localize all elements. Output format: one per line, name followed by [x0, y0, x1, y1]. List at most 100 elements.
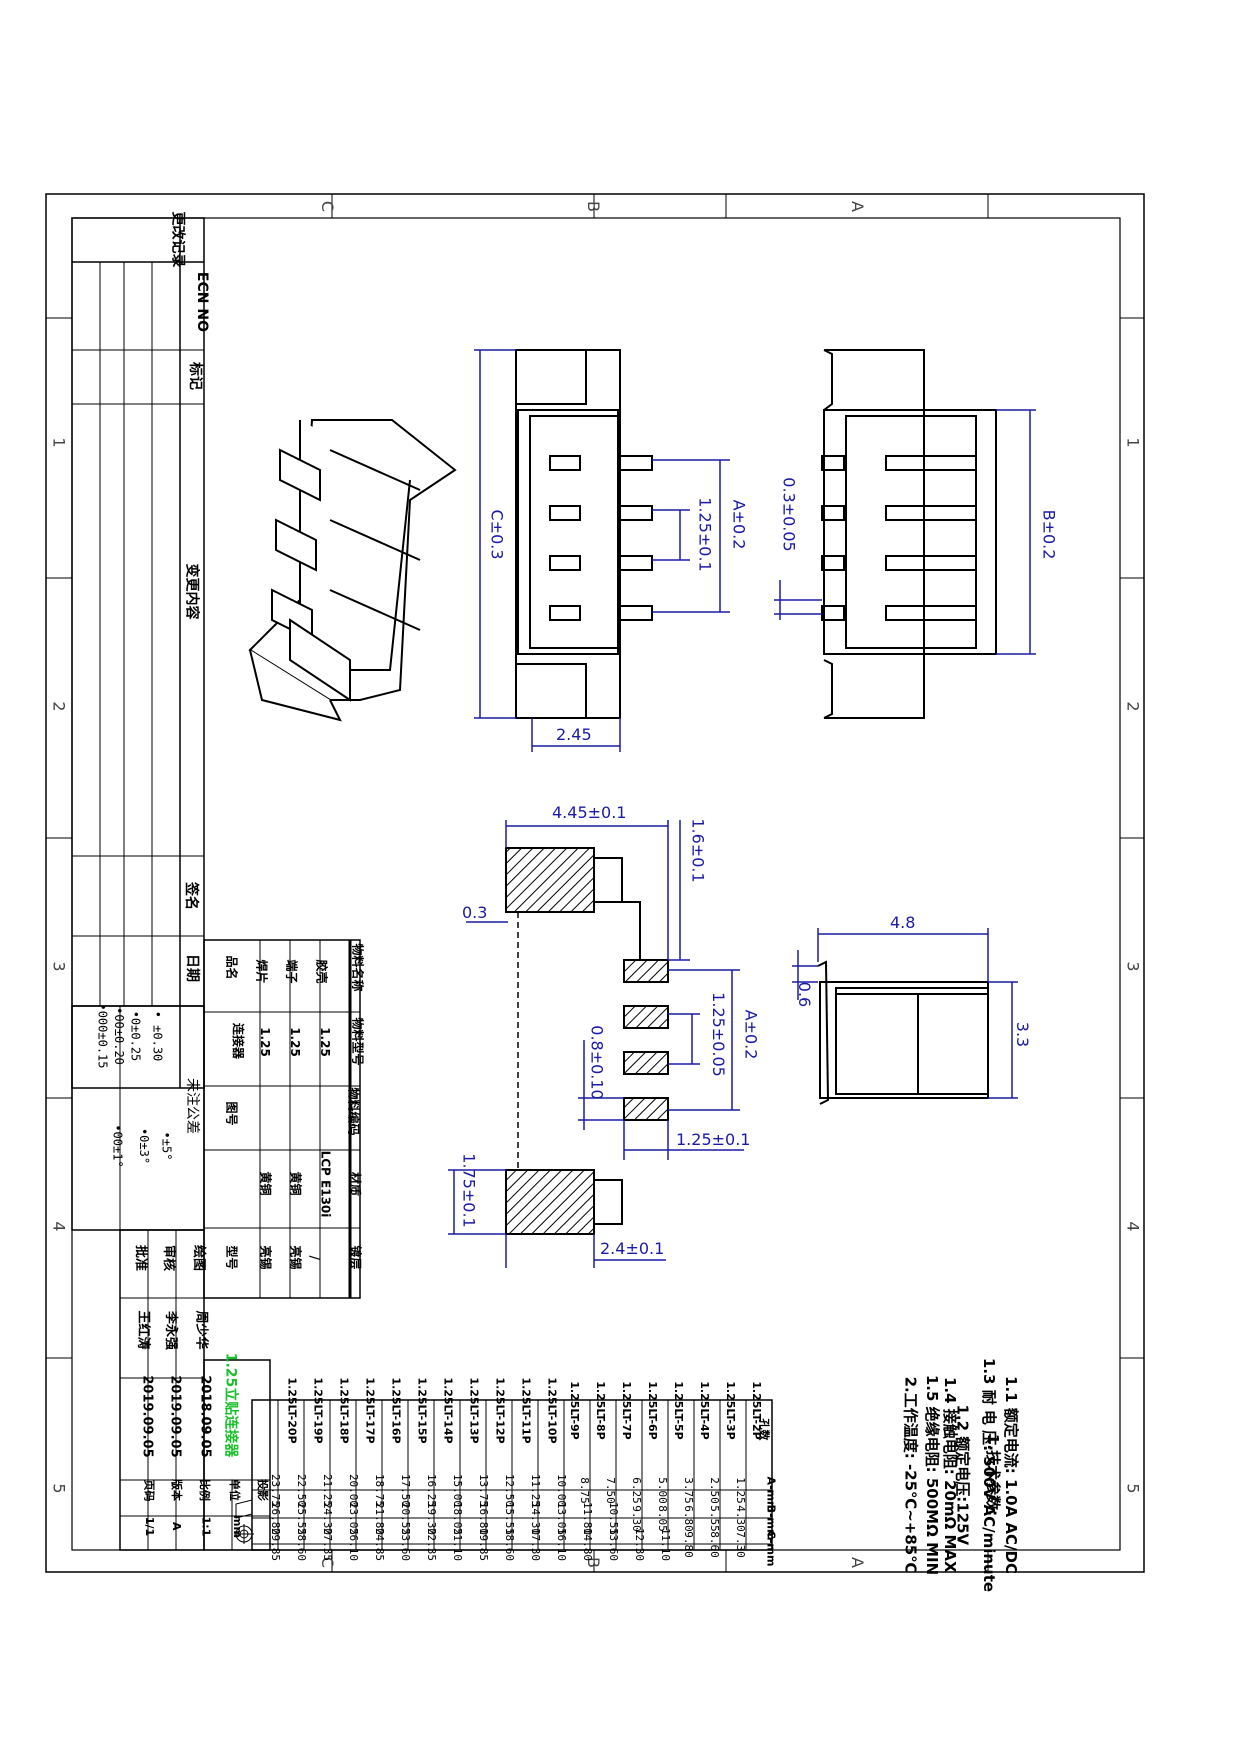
size-table-cell: 1.25LT-12P: [494, 1377, 507, 1443]
size-table-cell: 1.25LT-16P: [390, 1377, 403, 1443]
size-table-cell: 6.80: [682, 1505, 695, 1532]
material-row-3-material: 黄铜: [259, 1171, 274, 1195]
revision-date-header: 日期: [184, 954, 200, 982]
size-table-cell: 20.55: [399, 1502, 412, 1535]
size-table-cell: 22.50: [295, 1474, 308, 1507]
material-row-1-name: 胶壳: [315, 959, 330, 983]
spec-line-2: 1.2 额定电压:125V: [954, 1404, 972, 1545]
dim-a: A±0.2: [729, 500, 748, 550]
size-table-cell: 9.80: [682, 1531, 695, 1558]
material-row-1-plating: /: [308, 1256, 322, 1261]
dim-03-gap: 0.3: [462, 903, 487, 922]
version-label: 版本: [170, 1479, 184, 1501]
material-row-1-material: LCP E130i: [318, 1151, 332, 1218]
dim-16: 1.6±0.1: [689, 818, 708, 882]
footprint-dims: [448, 820, 744, 1268]
zone-row-2-left: 2: [50, 701, 69, 711]
size-table-cell: 18.75: [373, 1474, 386, 1507]
footprint-view: [505, 847, 669, 1235]
size-table-cell: 5.00: [656, 1477, 669, 1504]
rear-view: [821, 349, 997, 719]
size-table-cell: 21.80: [373, 1502, 386, 1535]
size-table-cell: 26.10: [347, 1528, 360, 1561]
size-table-cell: 1.25LT-3P: [724, 1381, 737, 1440]
spec-title: 1.技术参数:: [984, 1434, 1002, 1516]
zone-row-1-right: 1: [1124, 437, 1143, 447]
material-name-label: 品名: [225, 955, 240, 979]
size-table-cell: 19.30: [425, 1502, 438, 1535]
size-table-cell: 12.30: [633, 1528, 646, 1561]
revision-sign-header: 签名: [183, 881, 200, 910]
size-table-cell: 16.80: [477, 1502, 490, 1535]
dim-06: 0.6: [795, 982, 814, 1007]
revision-mark-header: 标记: [187, 361, 204, 390]
product-name: 1.25立贴连接器: [222, 1353, 239, 1459]
page-label: 页码: [143, 1480, 156, 1502]
outer-frame: [45, 193, 1145, 1573]
size-table-cell: 23.05: [347, 1502, 360, 1535]
scale-label: 比例: [198, 1479, 212, 1501]
size-table-cell: 11.25: [529, 1474, 542, 1507]
material-header-plating: 镀层: [349, 1245, 364, 1269]
material-row-3-model: 1.25: [258, 1027, 272, 1057]
approval-date-1: 2018.09.05: [198, 1375, 213, 1457]
size-table-cell: 1.25LT-7P: [620, 1381, 633, 1440]
size-table-cell: 3.75: [682, 1477, 695, 1504]
size-table-cell: 26.80: [269, 1502, 282, 1535]
size-table-cell: 13.05: [555, 1502, 568, 1535]
zone-col-c-top: C: [318, 201, 337, 212]
dim-125-pitch: 1.25±0.1: [676, 1130, 750, 1149]
zone-col-b-top: B: [584, 201, 603, 212]
size-table-header: A-mm: [765, 1476, 778, 1512]
size-table-cell: 19.85: [477, 1528, 490, 1561]
size-table-cell: 1.25LT-2P: [750, 1381, 763, 1440]
tolerance-angle-2: •0±3°: [137, 1128, 151, 1164]
size-table-cell: 24.30: [321, 1502, 334, 1535]
size-table-header: B-mm: [764, 1505, 777, 1541]
zone-row-1-left: 1: [50, 437, 69, 447]
zone-row-2-right: 2: [1124, 701, 1143, 711]
size-table-cell: 17.50: [399, 1474, 412, 1507]
side-view: [817, 960, 989, 1105]
spec-line-4: 1.4 接触电阻: 20mΩ MAX: [941, 1377, 959, 1573]
dim-pin-thickness: 0.3±0.05: [780, 477, 799, 551]
size-table-cell: 17.30: [529, 1528, 542, 1561]
dim-pitch-front: 1.25±0.1: [696, 497, 715, 571]
size-table-cell: 6.25: [630, 1477, 643, 1504]
material-header-name: 物料名称: [351, 943, 366, 991]
tolerance-angle-3: •00±1°: [111, 1124, 125, 1167]
size-table-cell: 10.00: [555, 1474, 568, 1507]
size-table-cell: 4.30: [734, 1505, 747, 1532]
front-view: [515, 349, 653, 719]
page-value: 1/1: [143, 1517, 156, 1536]
approval-date-3: 2019.09.05: [140, 1375, 155, 1457]
tolerance-line-4: •000±0.15: [96, 1003, 110, 1068]
spec-line-6: 2.工作温度: -25℃~+85℃: [901, 1377, 919, 1574]
zone-row-3-left: 3: [50, 961, 69, 971]
size-table-cell: 25.55: [295, 1502, 308, 1535]
material-row-1-model: 1.25: [318, 1027, 332, 1057]
size-table-cell: 21.25: [321, 1474, 334, 1507]
tolerance-line-1: • ±0.30: [150, 1011, 164, 1062]
approval-role-1: 绘图: [191, 1245, 207, 1271]
size-table-cell: 2.50: [708, 1477, 721, 1504]
size-table-cell: 23.60: [399, 1528, 412, 1561]
dim-175: 1.75±0.1: [460, 1153, 479, 1227]
approval-name-2: 李永强: [163, 1310, 179, 1350]
size-table-cell: 8.75: [578, 1477, 591, 1504]
dim-a-footprint: A±0.2: [741, 1010, 760, 1060]
material-row-2-material: 黄铜: [289, 1171, 304, 1195]
version-value: A: [170, 1522, 183, 1531]
size-table-cell: 10.55: [607, 1502, 620, 1535]
size-table-cell: 7.30: [734, 1531, 747, 1558]
size-table-cell: 13.60: [607, 1528, 620, 1561]
scale-value: 1:1: [199, 1517, 212, 1537]
spec-line-5: 1.5 绝缘电阻: 500MΩ MIN: [923, 1375, 941, 1575]
size-table-cell: 8.60: [708, 1531, 721, 1558]
size-table-cell: 1.25LT-13P: [468, 1377, 481, 1443]
zone-col-c-bottom: C: [318, 1557, 337, 1568]
side-view-dims: [792, 928, 1018, 1099]
size-table-cell: 21.10: [451, 1528, 464, 1561]
rear-view-dims: [774, 409, 1036, 655]
size-table-cell: 11.10: [659, 1528, 672, 1561]
